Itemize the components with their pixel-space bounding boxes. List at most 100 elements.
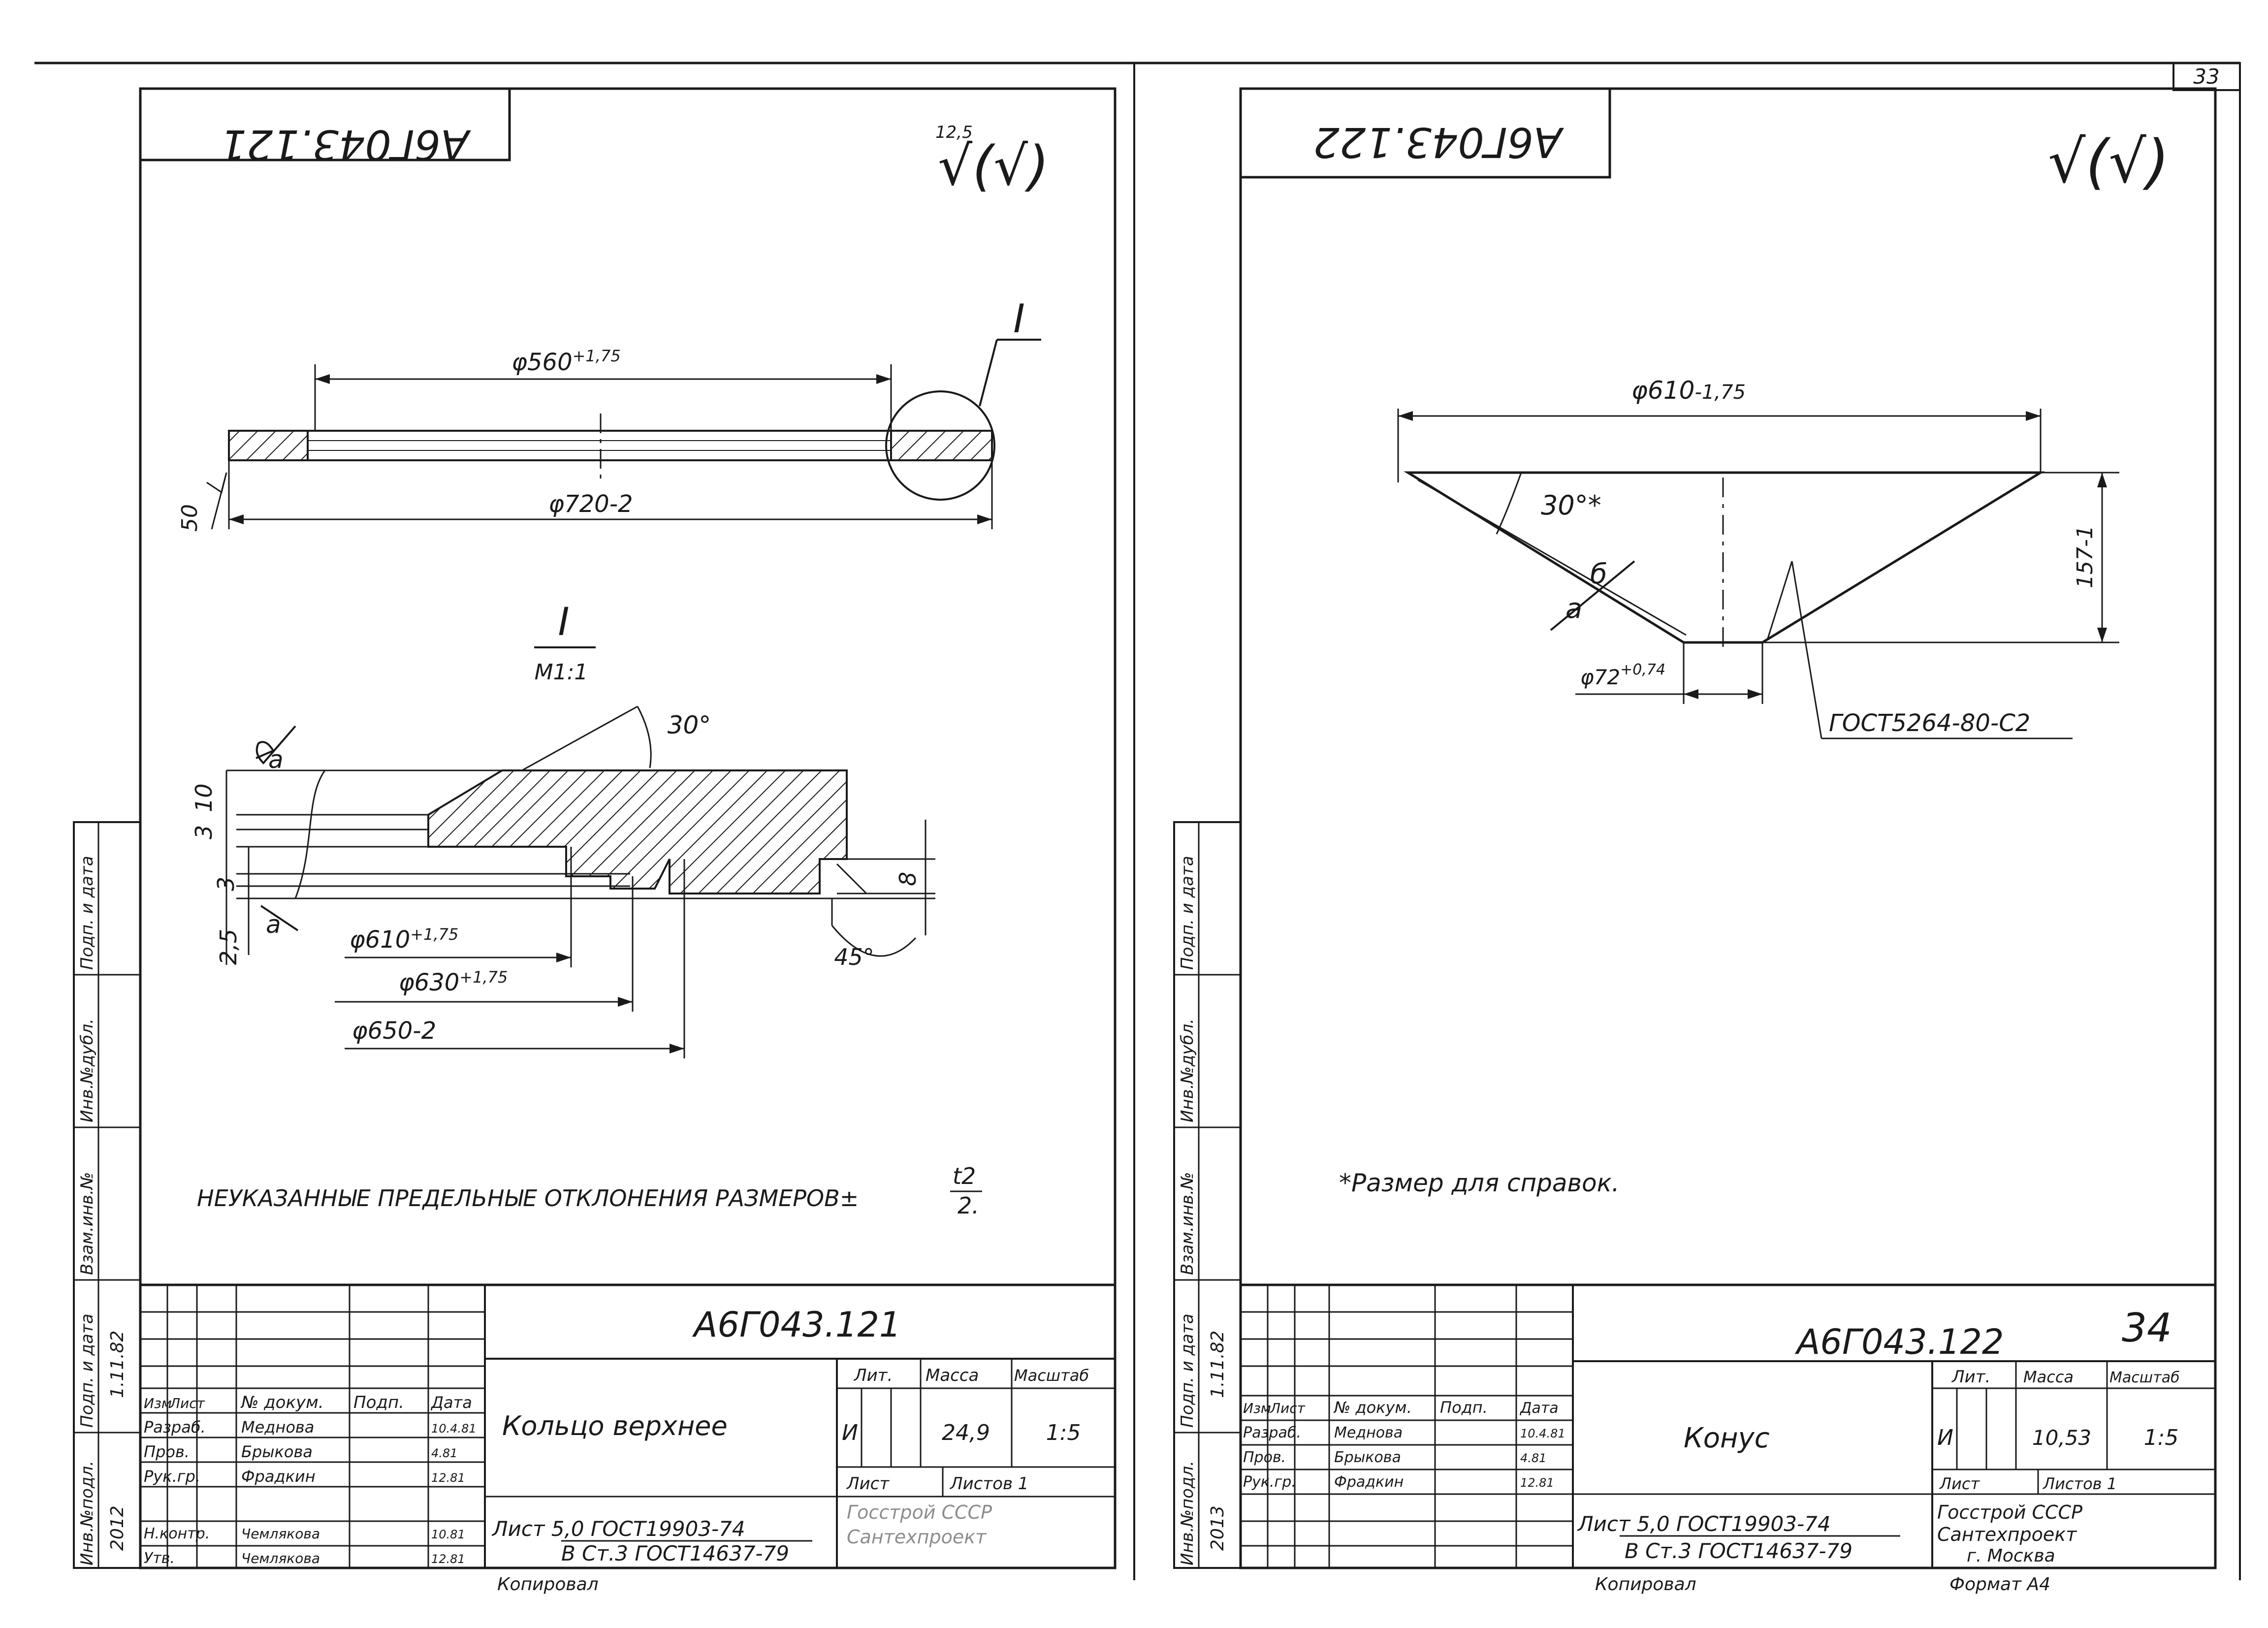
left-part-name: Кольцо верхнее [502,1410,728,1441]
outer-frame: 33 [34,62,2241,1580]
left-org-2: Сантехпроект [847,1526,987,1548]
left-row1-date: 10.4.81 [431,1422,477,1436]
left-side-label-5: Подп. и дата [77,856,97,970]
right-org-2: Сантехпроект [1937,1524,2077,1545]
right-material-2: В Ст.3 ГОСТ14637-79 [1625,1539,1853,1563]
left-side-label-1: Инв.№подл. [77,1461,97,1565]
right-side-label-2: Подп. и дата [1178,1313,1197,1428]
left-hdr-list: Лист [169,1395,205,1411]
left-row1-name: Меднова [241,1418,314,1436]
right-row3-name: Фрадкин [1334,1473,1404,1491]
right-row2-date: 4.81 [1520,1451,1546,1465]
left-hdr-izm: Изм [144,1395,172,1411]
left-scale-value: 1:5 [1046,1420,1081,1445]
right-lit-value: И [1937,1425,1953,1450]
right-sheet-label: Лист [1939,1474,1980,1493]
right-row2-name: Брыкова [1334,1449,1401,1466]
svg-text:φ72+0,74: φ72+0,74 [1580,661,1665,689]
dim-angle-30-left: 30° [668,711,711,739]
svg-text:φ610+1,75: φ610+1,75 [350,925,458,954]
left-row2-name: Брыкова [241,1442,313,1461]
right-side-label-4: Инв.№дубл. [1178,1019,1197,1122]
dim-d610-right-tol: -1,75 [1694,381,1746,404]
right-lit-label: Лит. [1951,1367,1990,1387]
page-number: 33 [2193,64,2219,89]
dim-d720: φ720-2 [548,490,633,518]
dim-d630-tol: +1,75 [459,968,508,987]
dim-d610-left-tol: +1,75 [410,925,458,944]
right-row2-role: Пров. [1243,1449,1286,1466]
right-material-1: Лист 5,0 ГОСТ19903-74 [1577,1512,1831,1536]
weld-a-bottom: а [266,910,281,939]
note-fraction-den: 2. [958,1192,979,1219]
right-org-3: г. Москва [1967,1546,2055,1566]
detail-title: I [558,600,569,644]
left-mass-value: 24,9 [942,1420,990,1445]
right-hdr-list: Лист [1270,1400,1306,1416]
left-scale-label: Масштаб [1014,1366,1089,1385]
left-side-value-1: 2012 [107,1505,128,1551]
dim-d560: φ560 [511,349,572,376]
left-side-label-4: Инв.№дубл. [77,1019,97,1122]
left-roughness: 12,5 √(√) [935,123,1049,197]
right-mass-value: 10,53 [2032,1426,2091,1450]
right-hdr-doc: № докум. [1333,1398,1412,1417]
tolerance-note: НЕУКАЗАННЫЕ ПРЕДЕЛЬНЫЕ ОТКЛОНЕНИЯ РАЗМЕР… [197,1185,859,1212]
reference-note: *Размер для справок. [1339,1169,1620,1197]
left-row1-role: Разраб. [144,1418,206,1436]
dim-d560-tol: +1,75 [573,347,621,365]
right-scale-value: 1:5 [2144,1425,2179,1450]
right-sheets-label: Листов 1 [2043,1474,2117,1493]
right-title-block: А6Г043.122 34 Конус Изм Лист № докум. По… [1239,1283,2217,1595]
dim-d610-left: φ610 [350,926,410,954]
left-row5-role: Утв. [144,1550,175,1567]
svg-text:φ610-1,75: φ610-1,75 [1631,376,1746,405]
dim-d610-right: φ610 [1631,376,1694,405]
right-side-value-1: 2013 [1208,1505,1228,1551]
dim-3b: 3 [213,877,239,891]
right-side-strip: Инв.№подл. Подп. и дата Взам.инв.№ Инв.№… [1173,821,1242,1569]
left-side-label-3: Взам.инв.№ [77,1172,97,1275]
right-side-label-5: Подп. и дата [1178,856,1197,970]
ring-section-view: I φ560+1,75 φ720-2 50 [177,296,1041,532]
left-row2-date: 4.81 [431,1446,457,1460]
left-org-1: Госстрой СССР [847,1501,992,1523]
left-hdr-date: Дата [430,1393,472,1412]
left-sheet: А6Г043.121 12,5 √(√) I φ560+1,75 [73,87,1117,1595]
right-mass-label: Масса [2023,1368,2074,1386]
right-row3-role: Рук.гр. [1243,1473,1296,1491]
right-hdr-izm: Изм [1243,1400,1271,1416]
left-row4-date: 10.81 [431,1528,465,1541]
left-row3-date: 12.81 [431,1471,465,1485]
right-designation: А6Г043.122 [1795,1322,2004,1362]
left-note: НЕУКАЗАННЫЕ ПРЕДЕЛЬНЫЕ ОТКЛОНЕНИЯ РАЗМЕР… [197,1163,982,1219]
left-side-label-2: Подп. и дата [77,1313,97,1428]
right-roughness-symbol: √(√) [2048,128,2170,196]
right-stamp: А6Г043.122 [1241,89,1611,179]
dim-angle-30-right: 30°* [1541,490,1601,521]
right-side-label-1: Инв.№подл. [1178,1461,1197,1565]
dim-2-5: 2,5 [215,929,242,965]
right-row1-date: 10.4.81 [1520,1427,1565,1440]
right-side-value-2: 1.11.82 [1208,1331,1228,1398]
dim-8: 8 [894,872,921,886]
left-sheets-label: Листов 1 [949,1474,1028,1494]
left-material-1: Лист 5,0 ГОСТ19903-74 [491,1517,745,1541]
right-hdr-sign: Подп. [1440,1398,1488,1417]
callout-i: I [1013,296,1025,342]
left-stamp-text: А6Г043.121 [220,121,471,169]
right-row1-role: Разраб. [1243,1424,1301,1441]
left-hdr-sign: Подп. [353,1393,404,1412]
dim-50: 50 [177,504,202,532]
detail-scale: М1:1 [535,660,588,685]
detail-i: I М1:1 10 3 3 2,5 8 [191,600,935,1058]
weld-spec: ГОСТ5264-80-С2 [1829,709,2030,737]
left-lit-label: Лит. [853,1366,893,1385]
right-format: Формат А4 [1949,1574,2050,1595]
left-side-value-2: 1.11.82 [107,1331,128,1398]
dim-d72-tol: +0,74 [1620,661,1665,678]
left-row4-role: Н.контр. [144,1525,210,1542]
right-side-label-3: Взам.инв.№ [1178,1172,1197,1275]
dim-angle-45: 45° [834,944,874,970]
